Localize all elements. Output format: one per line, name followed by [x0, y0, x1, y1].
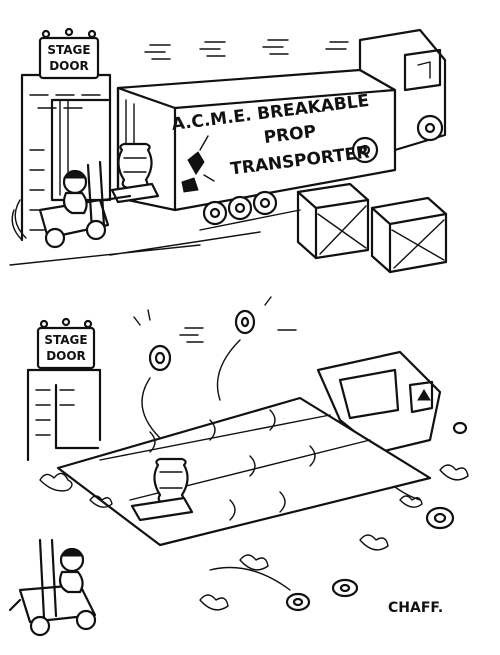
truck-wheels: [202, 114, 444, 226]
stage-building-2: [26, 368, 102, 462]
brick-marks-2: [179, 327, 297, 343]
vase: [110, 142, 160, 204]
top-panel: STAGE DOOR: [9, 27, 448, 274]
forklift-2: [8, 538, 97, 637]
sign-line-1: STAGE: [47, 43, 90, 57]
truck: A.C.M.E. BREAKABLE PROP TRANSPORTER: [116, 28, 447, 226]
artist-signature: CHAFF.: [388, 600, 443, 616]
forklift: [11, 160, 132, 249]
crates: [296, 182, 448, 274]
ground-lines: [9, 209, 301, 266]
sign-line-2: DOOR: [49, 59, 89, 73]
stage-door-sign: STAGE DOOR: [38, 27, 100, 80]
sign2-line-1: STAGE: [44, 333, 87, 347]
flying-wheels: [133, 296, 468, 612]
broken-vase-logo: [181, 135, 215, 193]
dust-clouds: [39, 464, 469, 611]
tipped-truck: [316, 350, 442, 454]
stage-door-sign-2: STAGE DOOR: [36, 317, 96, 370]
bottom-panel: STAGE DOOR: [8, 296, 469, 637]
brick-marks: [144, 39, 349, 60]
intact-vase: [130, 457, 194, 522]
sign2-line-2: DOOR: [46, 349, 86, 363]
